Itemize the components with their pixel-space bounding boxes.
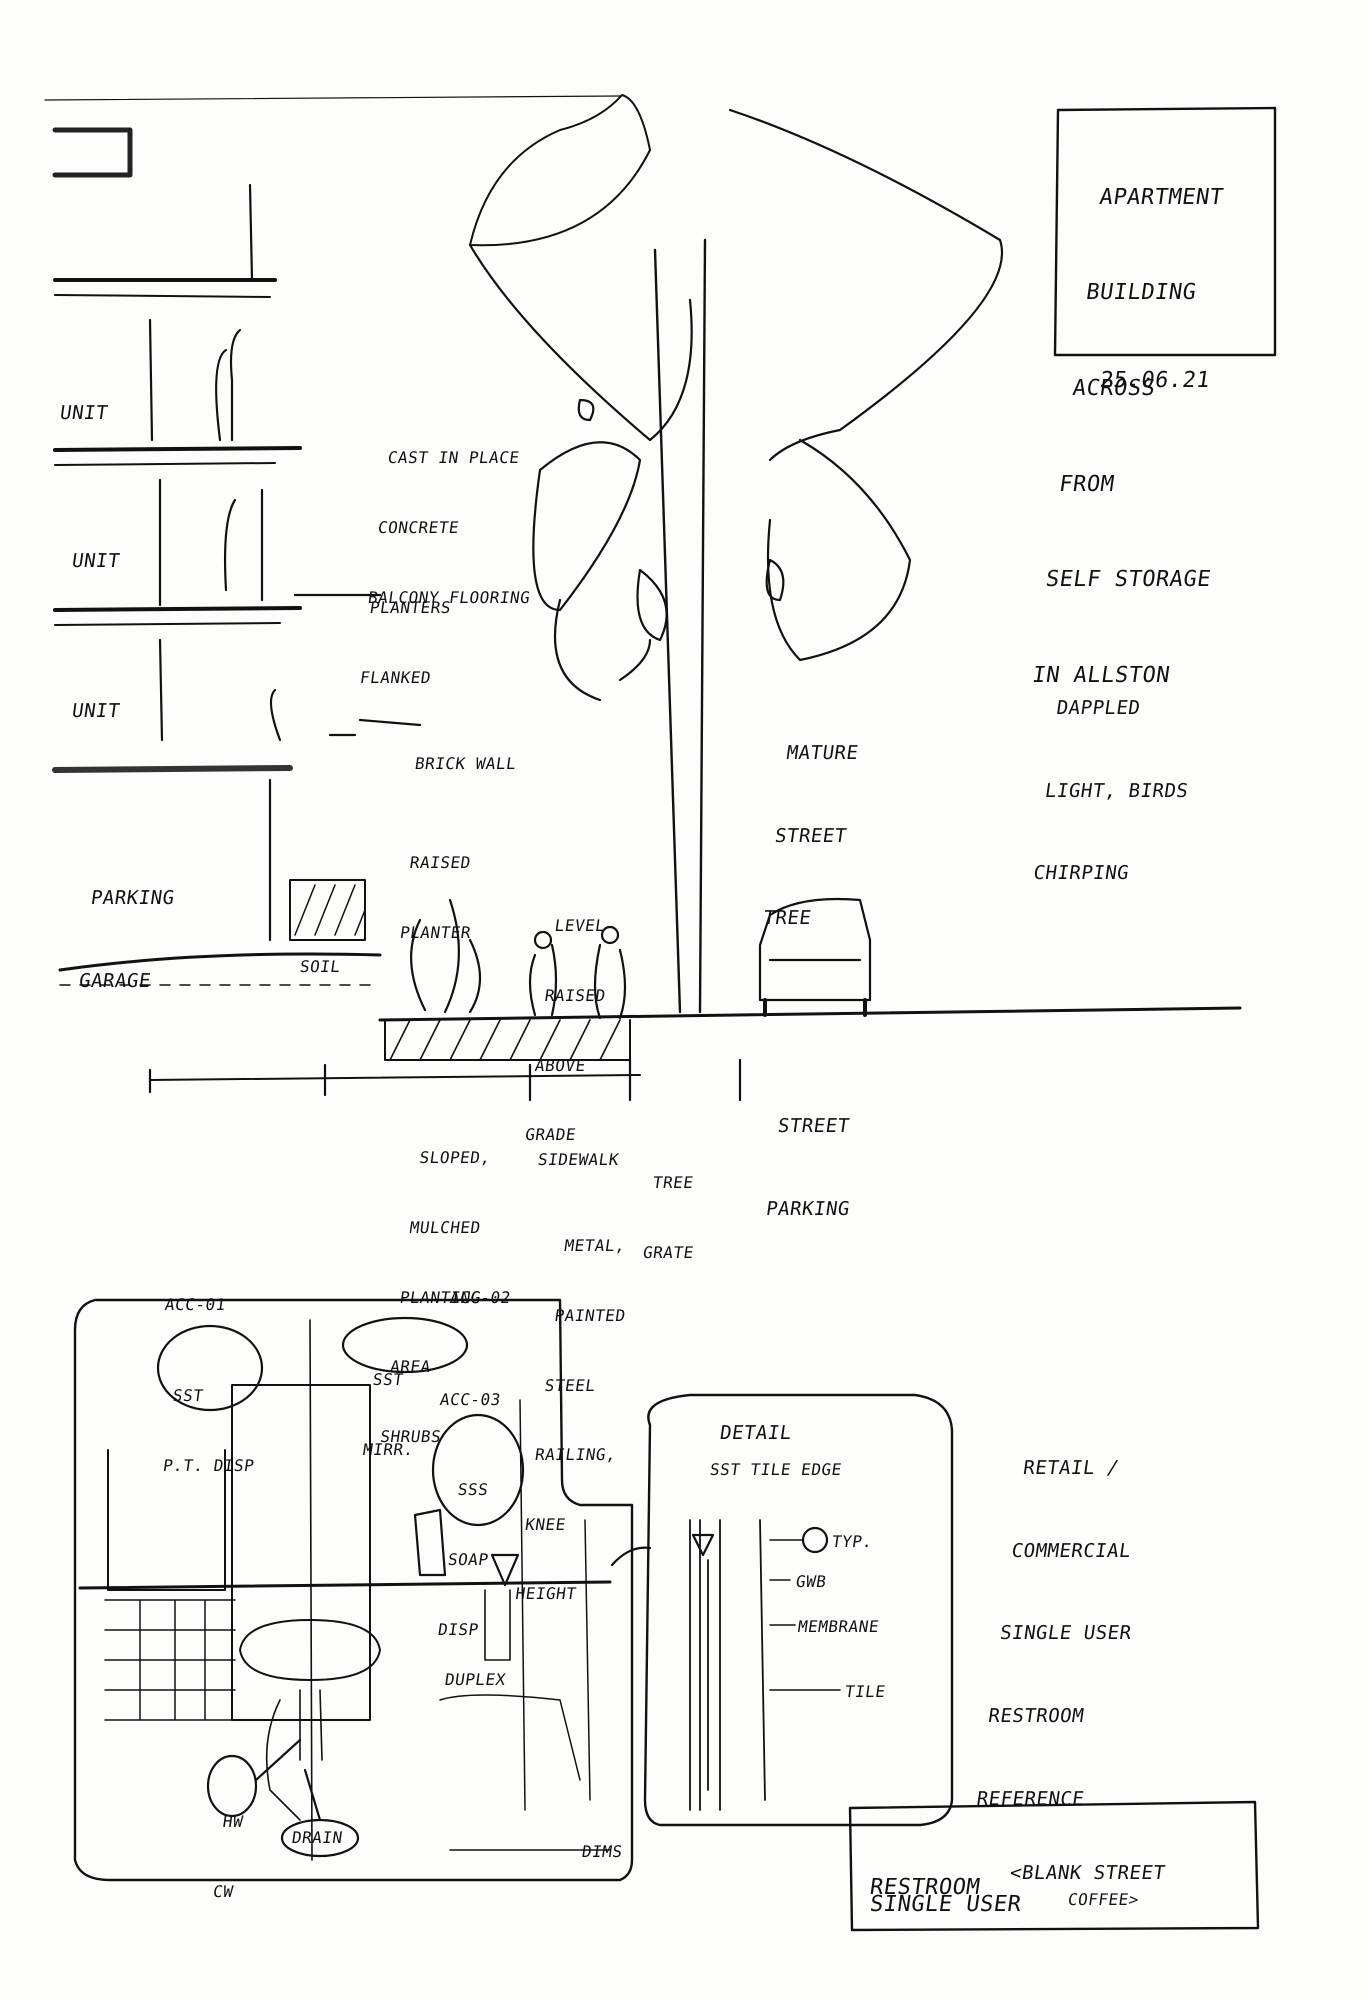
- duplex-label: DUPLEX: [443, 1670, 508, 1689]
- drain-tag: DRAIN: [290, 1828, 345, 1847]
- soil-label: SOIL: [298, 957, 342, 976]
- tag-acc-03: ACC-03: [438, 1390, 503, 1409]
- title-line: BUILDING: [1084, 280, 1198, 306]
- brick-wall-note: BRICK WALL: [413, 754, 518, 773]
- sidewalk-label: SIDEWALK: [536, 1150, 621, 1169]
- sketch-date: 25.06.21: [1098, 368, 1212, 393]
- footer-title: SINGLE USER: [868, 1891, 1024, 1917]
- detail-tile-edge: SST TILE EDGE: [708, 1460, 844, 1479]
- footer-reference: <BLANK STREET: [1008, 1862, 1167, 1884]
- tag-acc-02: ACC-02: [448, 1288, 513, 1307]
- unit-label: UNIT: [70, 550, 122, 572]
- title-line: FROM: [1057, 471, 1117, 497]
- dims-label: DIMS: [580, 1842, 624, 1861]
- footer-subtitle: RESTROOM: [868, 1875, 982, 1900]
- unit-label: UNIT: [70, 700, 122, 722]
- unit-label: UNIT: [58, 402, 110, 424]
- detail-membrane: MEMBRANE: [796, 1617, 881, 1636]
- footer-reference-2: COFFEE>: [1066, 1890, 1141, 1909]
- tag-acc-01: ACC-01: [163, 1295, 228, 1314]
- detail-title: DETAIL: [718, 1422, 794, 1444]
- detail-typ: TYP.: [830, 1532, 874, 1551]
- detail-tile: TILE: [843, 1682, 887, 1701]
- title-line: APARTMENT: [1097, 184, 1226, 210]
- detail-gwb: GWB: [794, 1572, 828, 1591]
- title-line: SELF STORAGE: [1044, 567, 1213, 593]
